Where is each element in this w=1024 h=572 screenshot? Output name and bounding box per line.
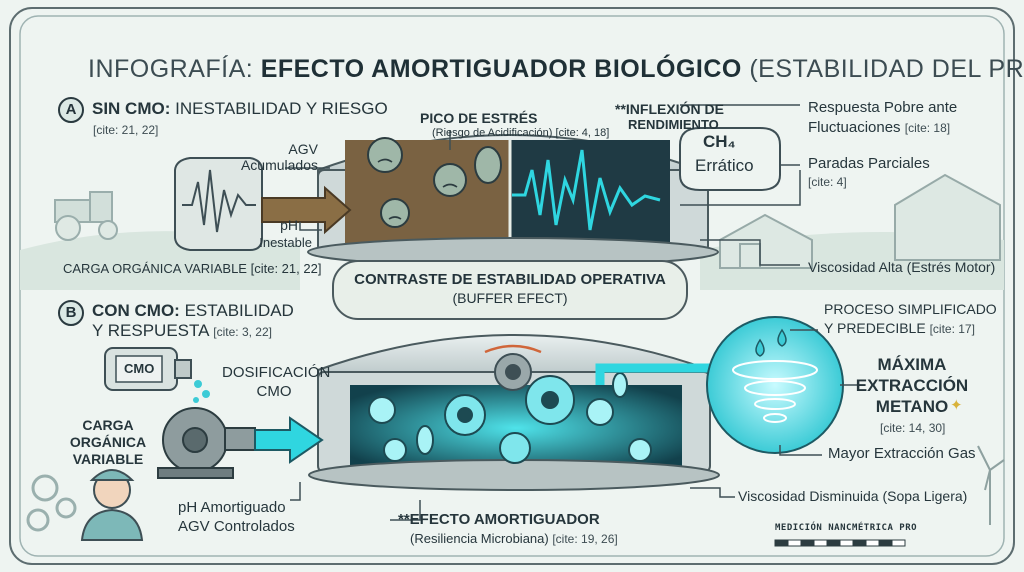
measurement-stamp: MEDICIÓN NANCMÉTRICA PRO [775, 523, 918, 533]
dosificacion-line-1: DOSIFICACIÓN [222, 364, 331, 381]
efecto-cite: [cite: 19, 26] [552, 532, 618, 546]
section-b-heading-rest: ESTABILIDAD [184, 301, 294, 320]
ch4-callout [679, 127, 781, 191]
proceso-cite: [cite: 17] [929, 322, 975, 336]
pico-subtitle-text: (Riesgo de Acidificación) [432, 127, 553, 139]
erratico-label: Errático [695, 156, 754, 175]
proceso-text: Y PREDECIBLE [824, 320, 926, 336]
respuesta-line-1: Respuesta Pobre ante [808, 99, 958, 116]
section-a-badge: A [58, 97, 84, 123]
section-b-heading-rest-2: Y RESPUESTA [92, 321, 209, 340]
maxima-line-2: EXTRACCIÓN [855, 376, 969, 395]
section-b-badge: B [58, 300, 84, 326]
section-b-cite: [cite: 3, 22] [213, 325, 272, 339]
section-a-heading: SIN CMO: INESTABILIDAD Y RIESGO [92, 99, 388, 119]
measure-scale [774, 539, 906, 547]
agv-label-1: AGV [288, 141, 318, 157]
carga-variable-a: CARGA ORGÁNICA VARIABLE [cite: 21, 22] [63, 261, 322, 276]
pico-title: PICO DE ESTRÉS [420, 110, 538, 126]
pump-icon [157, 407, 256, 479]
pico-cite: [cite: 4, 18] [555, 127, 610, 139]
digester-b-base [308, 459, 720, 491]
droplet-icon [755, 328, 787, 357]
ph-amortiguado: pH Amortiguado [178, 499, 286, 516]
carga-b-line-3: VARIABLE [72, 451, 144, 467]
barn-icon [719, 173, 1001, 269]
respuesta-text: Fluctuaciones [808, 119, 901, 136]
ph-label-1: pH [280, 217, 298, 233]
section-b-heading-1: CON CMO: ESTABILIDAD [92, 301, 294, 321]
page-title: INFOGRAFÍA: EFECTO AMORTIGUADOR BIOLÓGIC… [88, 55, 1024, 84]
stressed-microbe-icon [367, 137, 502, 228]
efecto-amortiguador: **EFECTO AMORTIGUADOR [398, 511, 600, 528]
ch4-label: CH₄ [703, 132, 736, 151]
proceso-line-1: PROCESO SIMPLIFICADO [824, 301, 997, 317]
happy-microbe-icon [368, 372, 652, 462]
agv-signal-box [174, 157, 263, 251]
carga-text-a: CARGA ORGÁNICA VARIABLE [63, 261, 247, 276]
pico-subtitle: (Riesgo de Acidificación) [cite: 4, 18] [432, 127, 609, 139]
maxima-cite: [cite: 14, 30] [880, 421, 946, 435]
drop-icon [193, 380, 210, 403]
proceso-line-2: Y PREDECIBLE [cite: 17] [824, 320, 975, 336]
leader-lines-a [285, 104, 801, 266]
maxima-line-1: MÁXIMA [877, 355, 947, 374]
top-gear-icon [494, 353, 532, 391]
feed-arrow-b [254, 416, 324, 464]
contrast-banner: CONTRASTE DE ESTABILIDAD OPERATIVA (BUFF… [332, 260, 688, 320]
erratic-waveform [512, 149, 661, 231]
banner-subtitle: (BUFFER EFECT) [452, 290, 568, 306]
methane-vortex-icon [706, 316, 844, 454]
gear-icon [444, 375, 575, 464]
paradas-label: Paradas Parciales [808, 155, 930, 172]
inflexion-line-1: **INFLEXIÓN DE [615, 101, 724, 117]
title-prefix: INFOGRAFÍA: [88, 55, 254, 83]
feed-arrow-a [261, 185, 352, 235]
section-a-heading-bold: SIN CMO: [92, 99, 171, 118]
viscosidad-disminuida: Viscosidad Disminuida (Sopa Ligera) [738, 488, 968, 504]
cmo-bottle-icon [104, 347, 192, 391]
inflexion-line-2: RENDIMIENTO [628, 117, 719, 132]
paradas-cite: [cite: 4] [808, 175, 847, 189]
respuesta-cite: [cite: 18] [904, 121, 951, 135]
title-suffix: (ESTABILIDAD DEL PROCESO) [749, 55, 1024, 83]
rotation-arrow [484, 344, 542, 354]
efecto-subtitle: (Resiliencia Microbiana) [cite: 19, 26] [410, 531, 618, 546]
viscosidad-alta: Viscosidad Alta (Estrés Motor) [808, 259, 996, 275]
section-a-heading-rest: INESTABILIDAD Y RIESGO [175, 99, 388, 118]
bottle-label: CMO [124, 361, 155, 376]
maxima-line-3: METANO [875, 397, 949, 416]
carga-cite-a: [cite: 21, 22] [250, 261, 322, 276]
outer-frame [9, 7, 1015, 565]
tractor-icon [54, 191, 118, 241]
mayor-extraccion: Mayor Extracción Gas [828, 445, 976, 462]
background-gear-icon [26, 474, 77, 532]
dosificacion-line-2: CMO [256, 383, 292, 400]
gas-pipe [595, 363, 760, 385]
section-b-heading-2: Y RESPUESTA [cite: 3, 22] [92, 321, 272, 341]
section-a-cite: [cite: 21, 22] [93, 123, 159, 137]
leader-lines-b [290, 329, 858, 521]
worker-icon [80, 469, 144, 541]
agv-label-2: Acumulados [240, 157, 318, 173]
sparkle-icon: ✦ [950, 397, 963, 414]
carga-b-line-1: CARGA [82, 417, 134, 433]
banner-title: CONTRASTE DE ESTABILIDAD OPERATIVA [354, 271, 666, 288]
title-main: EFECTO AMORTIGUADOR BIOLÓGICO [260, 55, 742, 83]
respuesta-line-2: Fluctuaciones [cite: 18] [808, 119, 951, 137]
wind-turbine-icon [977, 445, 1005, 525]
agv-controlados: AGV Controlados [178, 518, 295, 535]
section-b-heading-bold: CON CMO: [92, 301, 180, 320]
ph-label-2: Inestable [259, 235, 312, 250]
efecto-subtitle-text: (Resiliencia Microbiana) [410, 531, 549, 546]
carga-b-line-2: ORGÁNICA [69, 434, 147, 450]
